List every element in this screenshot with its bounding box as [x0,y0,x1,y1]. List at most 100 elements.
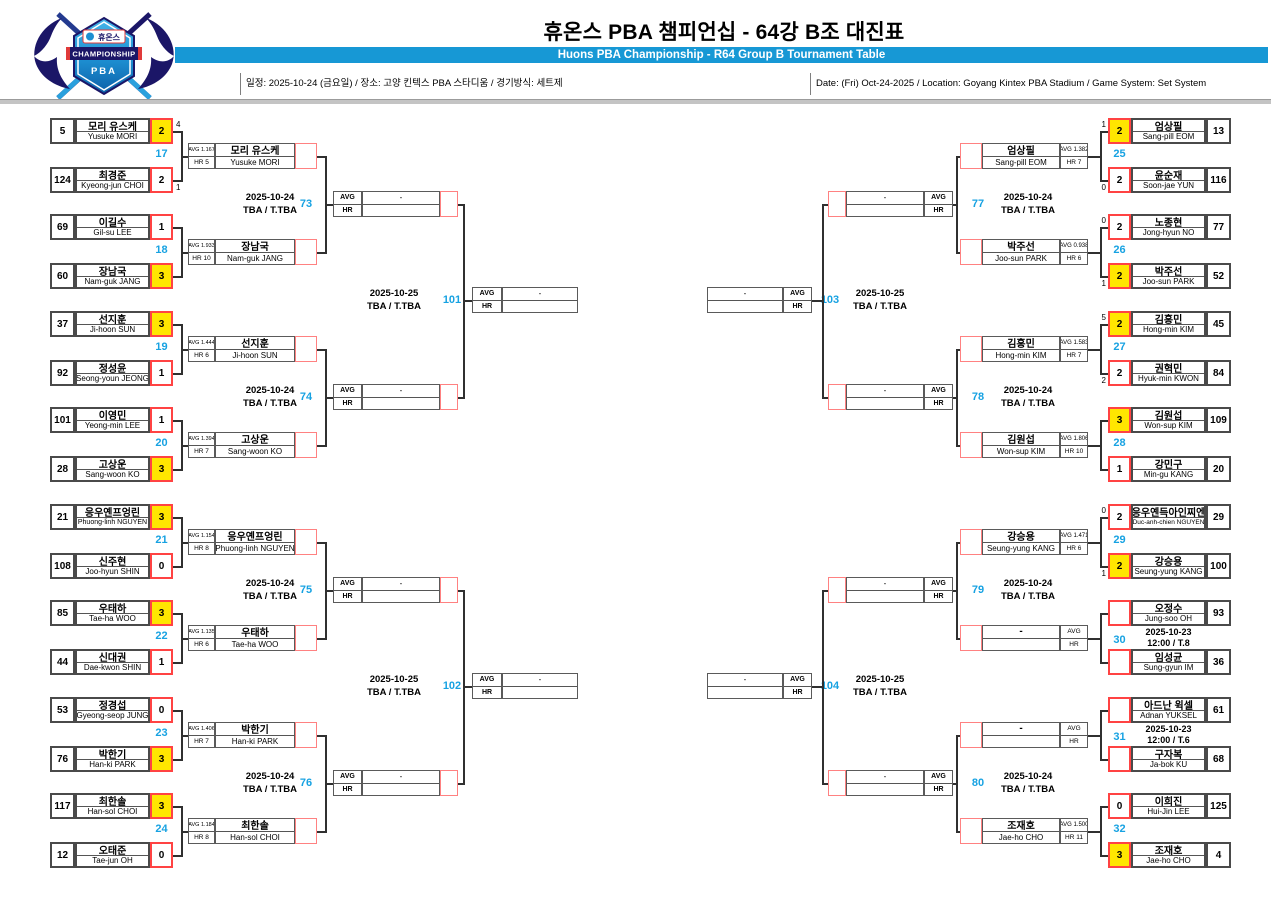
score-entry-box [440,770,458,796]
r16-labels-bottom: HR [473,299,501,313]
shootout-score: 1 [1101,120,1106,129]
player-name-top: 오태준 [98,845,127,855]
connector-line [325,590,333,592]
player-name-top: 응우옌득아인찌엔 [1133,507,1204,517]
match-number: 32 [1113,823,1126,835]
winner-avg-hr-top: AVG [1067,725,1081,733]
player-name-top: 우태하 [98,603,127,613]
winner-name-bottom: Sang-woon KO [216,444,294,458]
player-score: 3 [1108,842,1131,868]
result-values-top: - [399,193,403,203]
connector-line [1100,662,1108,664]
result-values-bottom [847,396,923,410]
winner-name-bottom: Phuong-linh NGUYEN [216,541,294,555]
player-score: 3 [1108,407,1131,433]
player-score-value: 3 [1116,849,1123,861]
player-score-value [1110,651,1129,673]
winner-avg-hr-bottom: HR [1061,734,1087,748]
match-number: 22 [155,630,168,642]
r16-values-bottom [503,299,577,313]
event-info-english: Date: (Fri) Oct-24-2025 / Location: Goya… [810,73,1206,95]
connector-line [1100,324,1102,375]
match-number: 27 [1113,341,1126,353]
connector-line [1100,420,1102,471]
winner-name-top: 우태하 [241,628,269,638]
score-entry-box [960,818,982,844]
player-seed-value: 69 [56,221,69,233]
player-score: 3 [150,263,173,289]
player-name-bottom: Gil-su LEE [77,226,148,239]
connector-line [1088,156,1100,158]
match-date-line: 2025-10-24 [1003,771,1053,782]
connector-line [1100,806,1102,857]
connector-line [463,686,472,688]
player-score: 2 [150,118,173,144]
player-seed-value: 124 [54,174,71,186]
player-seed: 44 [50,649,75,675]
match-slot-line: TBA / T.TBA [1000,205,1055,216]
player-seed: 13 [1206,118,1231,144]
player-name-bottom: Hui-Jin LEE [1133,805,1204,818]
result-labels-bottom: HR [925,782,952,796]
player-name-bottom: Nam-guk JANG [77,275,148,288]
winner-avg-hr-top: AVG 1.806 [1061,435,1087,442]
player-score-value: 3 [158,270,165,282]
player-seed-value: 36 [1212,656,1225,668]
player-seed-value: 20 [1212,463,1225,475]
connector-line [1100,276,1108,278]
connector-line [173,806,181,808]
shootout-score: 1 [1101,279,1106,288]
player-name-top: 엄상필 [1154,121,1183,131]
player-score-value: 3 [158,753,165,765]
player-seed-value: 116 [1210,174,1227,186]
score-entry-box [960,529,982,555]
r16-values: - [502,287,578,313]
connector-line [1088,445,1100,447]
player-seed-value: 68 [1212,753,1225,765]
result-labels-bottom: HR [334,203,361,217]
connector-line [173,227,181,229]
player-name-bottom: Won-sup KIM [1133,419,1204,432]
player-name-bottom: Jong-hyun NO [1133,226,1204,239]
connector-line [1088,349,1100,351]
score-entry-box [440,191,458,217]
player-score-value: 2 [1116,125,1123,137]
winner-name-top: 박한기 [241,725,269,735]
player-score: 2 [1108,504,1131,530]
header-divider [0,99,1271,104]
player-seed: 124 [50,167,75,193]
connector-line [173,710,181,712]
r16-values-top: - [538,675,542,685]
player-score-value: 0 [158,704,165,716]
match-number: 78 [971,391,985,403]
player-seed-value: 5 [59,125,66,137]
match-number: 18 [155,244,168,256]
connector-line [173,324,181,326]
connector-line [1100,373,1108,375]
connector-line [1100,469,1108,471]
player-name-top: 김원섭 [1154,410,1183,420]
player-score-value: 2 [1116,174,1123,186]
match-date-line: 2025-10-24 [1003,385,1053,396]
connector-line [173,662,181,664]
connector-line [953,590,956,592]
winner-avg-hr-top: AVG 1.444 [189,339,214,346]
player-name-top: 임성균 [1154,652,1183,662]
connector-line [1088,638,1100,640]
winner-name-bottom [983,637,1059,651]
logo-pba-text: PBA [91,66,117,77]
